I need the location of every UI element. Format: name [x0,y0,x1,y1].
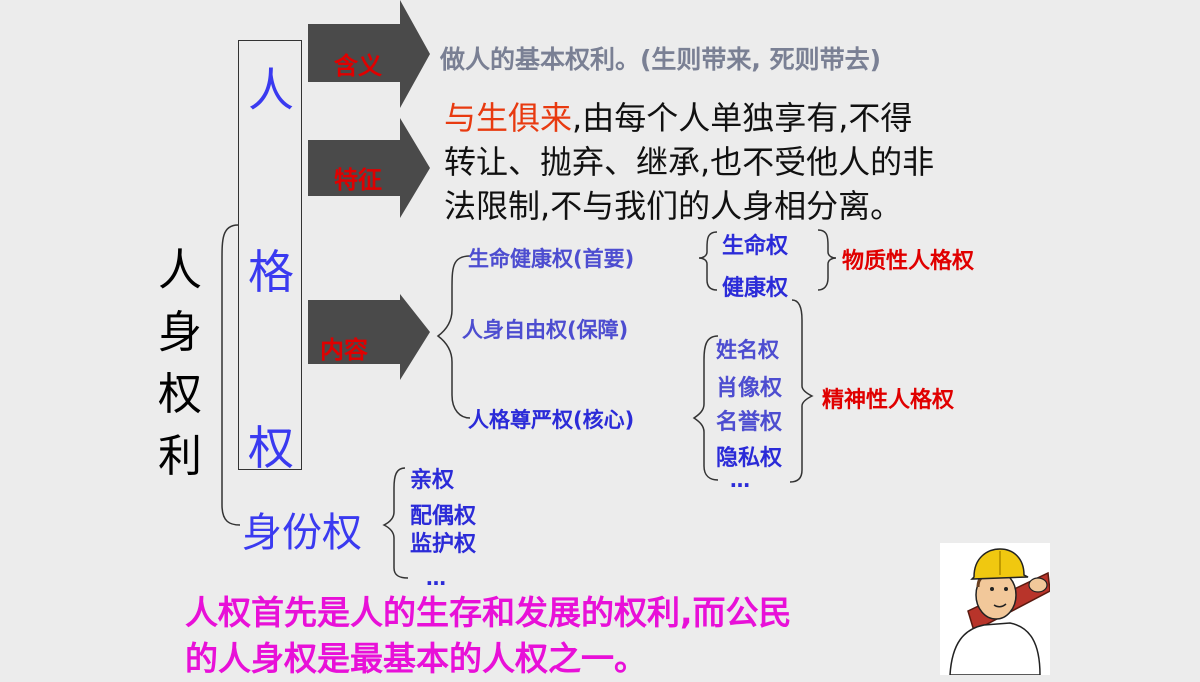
freedom-right: 人身自由权(保障) [462,318,629,342]
health-right: 健康权 [722,276,789,301]
personality-char-2: 格 [248,245,294,299]
features-line1: ,由每个人单独享有,不得 [572,99,913,137]
arrow-label-content: 内容 [320,336,368,364]
bottom-line2: 的人身权是最基本的人权之一。 [185,639,647,678]
life-health-right: 生命健康权(首要) [468,247,635,271]
bottom-line1: 人权首先是人的生存和发展的权利,而公民 [185,593,792,632]
portrait-right: 肖像权 [716,376,783,401]
features-line3: 法限制,不与我们的人身相分离。 [444,187,903,225]
personality-box [238,40,302,470]
root-title: 人身权利 [158,245,202,482]
arrow-label-meaning: 含义 [334,52,382,80]
content-arrow-shape [308,294,430,380]
reputation-right: 名誉权 [716,410,783,435]
identity-item-1: 亲权 [410,468,455,493]
personality-char-1: 人 [248,63,294,117]
personality-char-3: 权 [248,421,294,475]
worker-illustration [940,543,1051,676]
material-label: 物质性人格权 [842,249,975,274]
privacy-right: 隐私权 [716,446,783,471]
features-highlight: 与生俱来 [444,99,573,137]
features-line2: 转让、抛弃、继承,也不受他人的非 [444,143,935,181]
bottom-text: 人权首先是人的生存和发展的权利,而公民 的人身权是最基本的人权之一。 [185,590,792,682]
life-right: 生命权 [722,234,789,259]
meaning-arrow-shape [308,0,430,108]
identity-item-3: 监护权 [410,532,477,557]
spiritual-dots: … [730,468,750,492]
meaning-text: 做人的基本权利。(生则带来, 死则带去) [440,45,882,74]
dignity-right: 人格尊严权(核心) [468,408,635,432]
arrow-label-features: 特征 [334,166,382,194]
features-text: 与生俱来,由每个人单独享有,不得 转让、抛弃、继承,也不受他人的非 法限制,不与… [444,96,934,228]
spiritual-label: 精神性人格权 [822,388,955,413]
identity-item-2: 配偶权 [410,504,477,529]
name-right: 姓名权 [716,338,779,362]
identity-title: 身份权 [242,510,362,556]
identity-dots: … [426,566,446,590]
features-arrow-shape [308,118,430,218]
